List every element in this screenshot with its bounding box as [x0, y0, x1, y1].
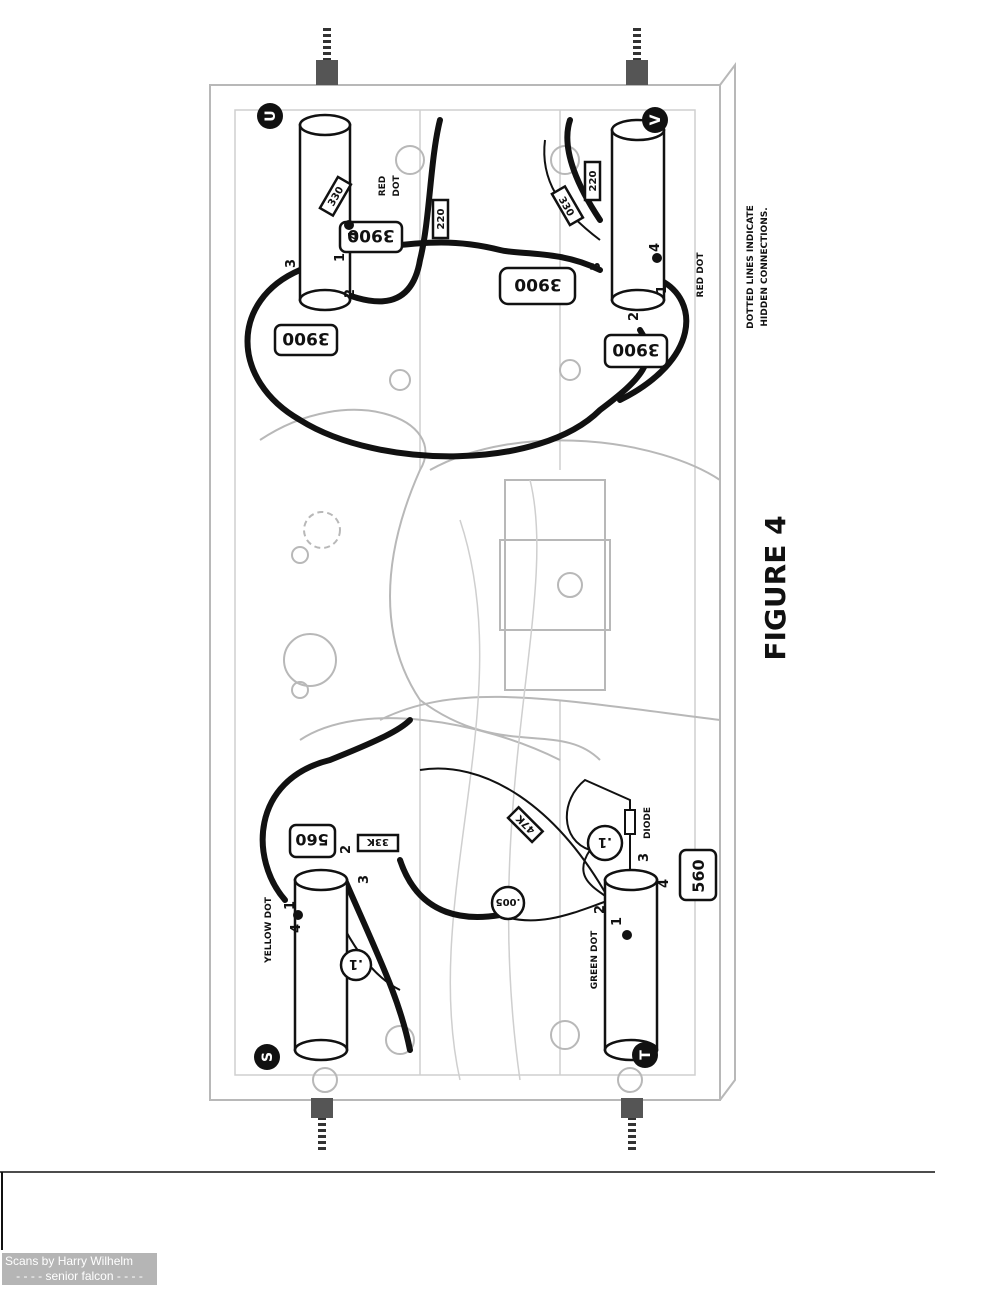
chassis [209, 62, 736, 1101]
note-line-1: DOTTED LINES INDICATE [746, 205, 756, 329]
terminal-number: 3 [284, 259, 299, 268]
coil-label-v: V [648, 114, 664, 125]
terminal-number: 4 [347, 231, 362, 240]
resistor-560-label: 560 [689, 859, 708, 892]
green-dot-label: GREEN DOT [590, 930, 600, 989]
red-dot-label: RED DOT [696, 252, 706, 298]
terminal-numbers: 3 1 4 2 3 4 2 1 1 4 2 3 2 1 3 4 [283, 231, 672, 933]
terminal-number: 3 [357, 875, 372, 884]
figure-title: FIGURE 4 [759, 515, 792, 660]
coil-t [603, 868, 659, 1062]
terminal-number: 1 [610, 917, 625, 926]
coil-badges: U V S T [254, 103, 668, 1070]
resistor-560-label: 560 [295, 830, 328, 849]
capacitor-0.1-label: .1 [349, 956, 363, 971]
note-line-2: HIDDEN CONNECTIONS. [760, 207, 770, 326]
terminal-number: 2 [339, 845, 354, 854]
resistor-3900-label: 3900 [347, 225, 394, 245]
terminal-number: 2 [343, 289, 358, 298]
coil-label-s: S [260, 1052, 276, 1062]
terminal-number: 2 [627, 312, 642, 321]
resistor-3900-label: 3900 [282, 328, 329, 348]
terminal-number: 1 [333, 253, 348, 262]
coil-v [610, 118, 666, 312]
resistor-220-label: 220 [436, 209, 447, 230]
terminal-number: 3 [637, 853, 652, 862]
resistor-220-label: 220 [588, 171, 599, 192]
terminal-number: 2 [593, 905, 608, 914]
component-labels: 3900 3900 3900 3900 220 220 330 330 RED … [264, 160, 718, 989]
capacitor-0.005-label: .005 [496, 896, 521, 907]
capacitor-0.1-label: .1 [598, 834, 612, 849]
coil-s [293, 868, 349, 1062]
red-dot-label: RED [378, 176, 388, 197]
threaded-posts [311, 28, 648, 1150]
yellow-dot-label: YELLOW DOT [264, 896, 274, 964]
terminal-number: 4 [648, 243, 663, 252]
terminal-number: 4 [289, 924, 304, 933]
coil-u [298, 113, 352, 312]
credit-line-2: - - - - senior falcon - - - - [16, 1269, 143, 1283]
resistor-3900-label: 3900 [612, 339, 659, 359]
terminal-number: 4 [657, 879, 672, 888]
coil-label-u: U [263, 110, 279, 121]
terminal-number: 1 [655, 285, 670, 294]
terminal-number: 3 [589, 262, 604, 271]
resistor-33k-label: 33K [366, 836, 389, 847]
resistor-3900-label: 3900 [514, 274, 561, 294]
terminal-number: 1 [283, 901, 298, 910]
diode-label: DIODE [643, 807, 653, 839]
coil-label-t: T [638, 1050, 654, 1060]
credit-line-1: Scans by Harry Wilhelm [5, 1254, 134, 1268]
red-dot-label: DOT [392, 175, 402, 197]
scan-credit: Scans by Harry Wilhelm - - - - senior fa… [2, 1253, 157, 1285]
